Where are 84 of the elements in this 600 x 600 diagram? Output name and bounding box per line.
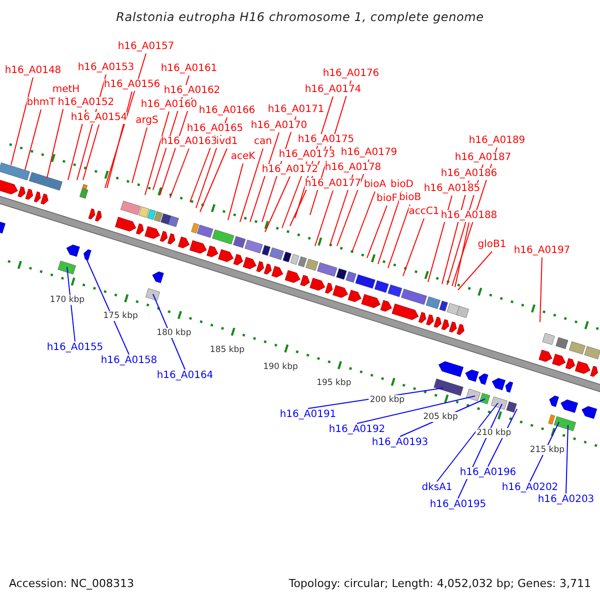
gene-label: h16_A0174 xyxy=(304,84,362,96)
gene-label: bioF xyxy=(376,193,398,205)
leader-line xyxy=(366,205,388,258)
leader-line xyxy=(250,132,280,222)
accession-text: Accession: NC_008313 xyxy=(9,577,134,590)
scale-label: 200 kbp xyxy=(368,394,406,405)
gene-label: h16_A0187 xyxy=(454,152,512,164)
gene-label: h16_A0179 xyxy=(340,147,398,159)
gene-label: h16_A0178 xyxy=(324,162,382,174)
gene-label: h16_A0193 xyxy=(372,437,428,449)
leader-line xyxy=(24,109,42,170)
leader-line xyxy=(264,176,290,232)
gene-label: h16_A0173 xyxy=(278,149,336,161)
leader-line xyxy=(378,191,402,264)
gene-label: h16_A0203 xyxy=(538,494,594,506)
gene-label: h16_A0164 xyxy=(156,370,214,382)
leader-line xyxy=(170,148,190,198)
gene-label: h16_A0160 xyxy=(140,99,198,111)
leader-line xyxy=(356,396,476,424)
scale-label: 215 kbp xyxy=(528,445,566,456)
gene-label: argS xyxy=(136,115,158,127)
genome-info-text: Topology: circular; Length: 4,052,032 bp; Genes: 3,711 xyxy=(288,577,591,590)
gene-label: h16_A0189 xyxy=(468,135,526,147)
diagram-title: Ralstonia eutropha H16 chromosome 1, complete genome xyxy=(115,10,485,24)
leader-line xyxy=(132,127,148,184)
scale-label: 210 kbp xyxy=(476,428,512,438)
gene-label: h16_A0162 xyxy=(164,85,220,97)
scale-label: 180 kbp xyxy=(156,328,192,338)
gene-label: h16_A0175 xyxy=(298,134,354,146)
scale-label: 195 kbp xyxy=(316,378,352,388)
leader-line xyxy=(106,91,132,188)
gene-label: h16_A0153 xyxy=(78,62,134,74)
leader-line xyxy=(428,195,452,282)
gene-label: h16_A0170 xyxy=(250,120,308,132)
gene-label: h16_A0197 xyxy=(514,245,570,257)
gene-label: h16_A0185 xyxy=(424,183,480,195)
leader-line xyxy=(82,124,100,180)
gene-label: gloB1 xyxy=(478,239,506,251)
leader-line xyxy=(352,191,376,252)
scale-label: 170 kbp xyxy=(48,294,86,305)
leader-line xyxy=(436,402,498,482)
gene-label: h16_A0154 xyxy=(70,112,128,124)
gene-label: h16_A0195 xyxy=(430,499,486,511)
scale-label: 205 kbp xyxy=(422,412,459,422)
gene-label: h16_A0192 xyxy=(328,424,386,436)
gene-label: bioB xyxy=(398,192,422,204)
gene-label: h16_A0196 xyxy=(460,467,516,479)
gene-label: h16_A0177 xyxy=(304,178,362,190)
leader-line xyxy=(566,424,568,494)
leader-line xyxy=(540,257,542,322)
gene-label: h16_A0172 xyxy=(262,164,318,176)
gene-label: h16_A0152 xyxy=(58,97,114,109)
gene-label: h16_A0161 xyxy=(160,63,218,75)
gene-label: h16_A0188 xyxy=(440,210,498,222)
leader-line xyxy=(144,111,170,196)
leader-line xyxy=(388,204,410,268)
gene-label: h16_A0191 xyxy=(280,409,336,421)
leader-line xyxy=(66,266,76,342)
scale-label: 190 kbp xyxy=(262,362,299,372)
leader-line xyxy=(200,148,228,212)
leader-line xyxy=(454,222,470,288)
gene-label: h16_A0163 xyxy=(160,136,218,148)
gene-label: h16_A0155 xyxy=(46,342,104,354)
gene-label: h16_A0176 xyxy=(322,68,380,80)
gene-label: h16_A0165 xyxy=(186,123,244,135)
gene-label: h16_A0186 xyxy=(440,168,498,180)
leader-line xyxy=(152,294,186,370)
leader-line xyxy=(10,77,34,166)
scale-label: 185 kbp xyxy=(208,344,246,355)
gene-label: h16_A0156 xyxy=(104,79,160,91)
gene-label: h16_A0148 xyxy=(4,65,62,77)
gene-label: h16_A0157 xyxy=(118,41,174,53)
gene-label: h16_A0171 xyxy=(268,104,324,116)
leader-line xyxy=(86,258,130,355)
gene-label: h16_A0202 xyxy=(502,482,558,494)
leader-line xyxy=(402,218,424,276)
leader-line xyxy=(314,190,334,246)
leader-line xyxy=(240,148,264,222)
gene-label: ivd1 xyxy=(216,136,238,148)
scale-label: 175 kbp xyxy=(102,311,139,322)
leader-line xyxy=(228,163,244,220)
leader-line xyxy=(458,251,492,290)
gene-label: h16_A0166 xyxy=(198,105,256,117)
gene-label: h16_A0158 xyxy=(100,355,158,367)
